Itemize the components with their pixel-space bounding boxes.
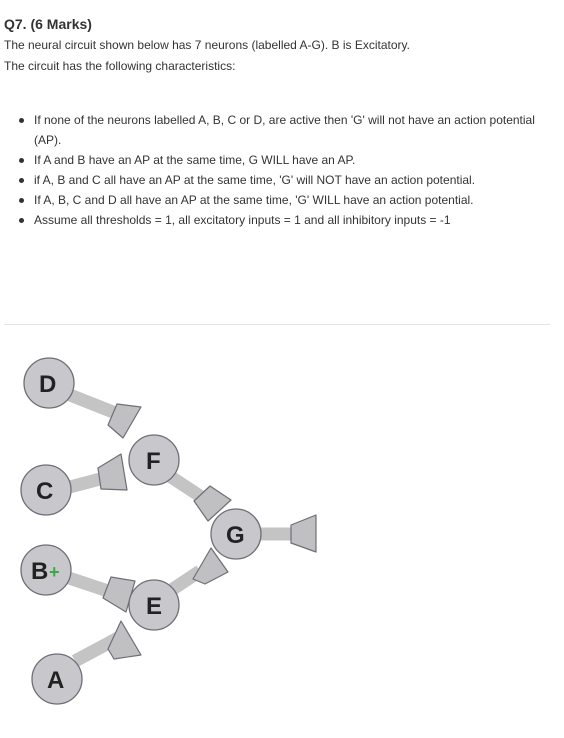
question-intro: The neural circuit shown below has 7 neu… [4,38,410,52]
list-item: Assume all thresholds = 1, all excitator… [4,210,549,230]
list-item: If A, B, C and D all have an AP at the s… [4,190,549,210]
terminal-a [107,620,142,660]
neuron-b [20,544,72,596]
terminal-b [102,576,136,613]
axon-d [67,388,121,421]
axon-b [63,570,111,598]
axon-f [164,469,207,504]
neuron-label-d: D [39,371,56,398]
neuron-a [31,653,83,705]
neuron-d [23,357,75,409]
axon-c [64,471,106,495]
neuron-c [20,464,72,516]
axon-e [166,565,204,597]
terminal-g [290,514,317,553]
neurons [20,357,262,705]
terminal-c [97,453,128,491]
neural-circuit-diagram: D C B + A F E G [20,357,317,705]
terminal-e [192,547,229,585]
characteristics-list: If none of the neurons labelled A, B, C … [4,110,549,230]
terminal-d [107,403,142,439]
neuron-label-e: E [146,593,162,620]
neuron-e [128,579,180,631]
neuron-g [210,508,262,560]
list-item: If none of the neurons labelled A, B, C … [4,110,549,150]
list-item: If A and B have an AP at the same time, … [4,150,549,170]
neuron-label-g: G [226,522,245,549]
neuron-label-b: B [31,558,48,585]
terminal-f [193,485,232,522]
neuron-label-a: A [47,667,64,694]
neuron-f [128,434,180,486]
excitatory-plus-icon: + [49,562,60,582]
question-lead: The circuit has the following characteri… [4,59,236,73]
neuron-label-c: C [36,478,53,505]
list-item: if A, B and C all have an AP at the same… [4,170,549,190]
terminals [97,403,317,660]
neuron-label-f: F [146,448,161,475]
question-title: Q7. (6 Marks) [4,16,92,32]
section-divider [4,324,550,325]
